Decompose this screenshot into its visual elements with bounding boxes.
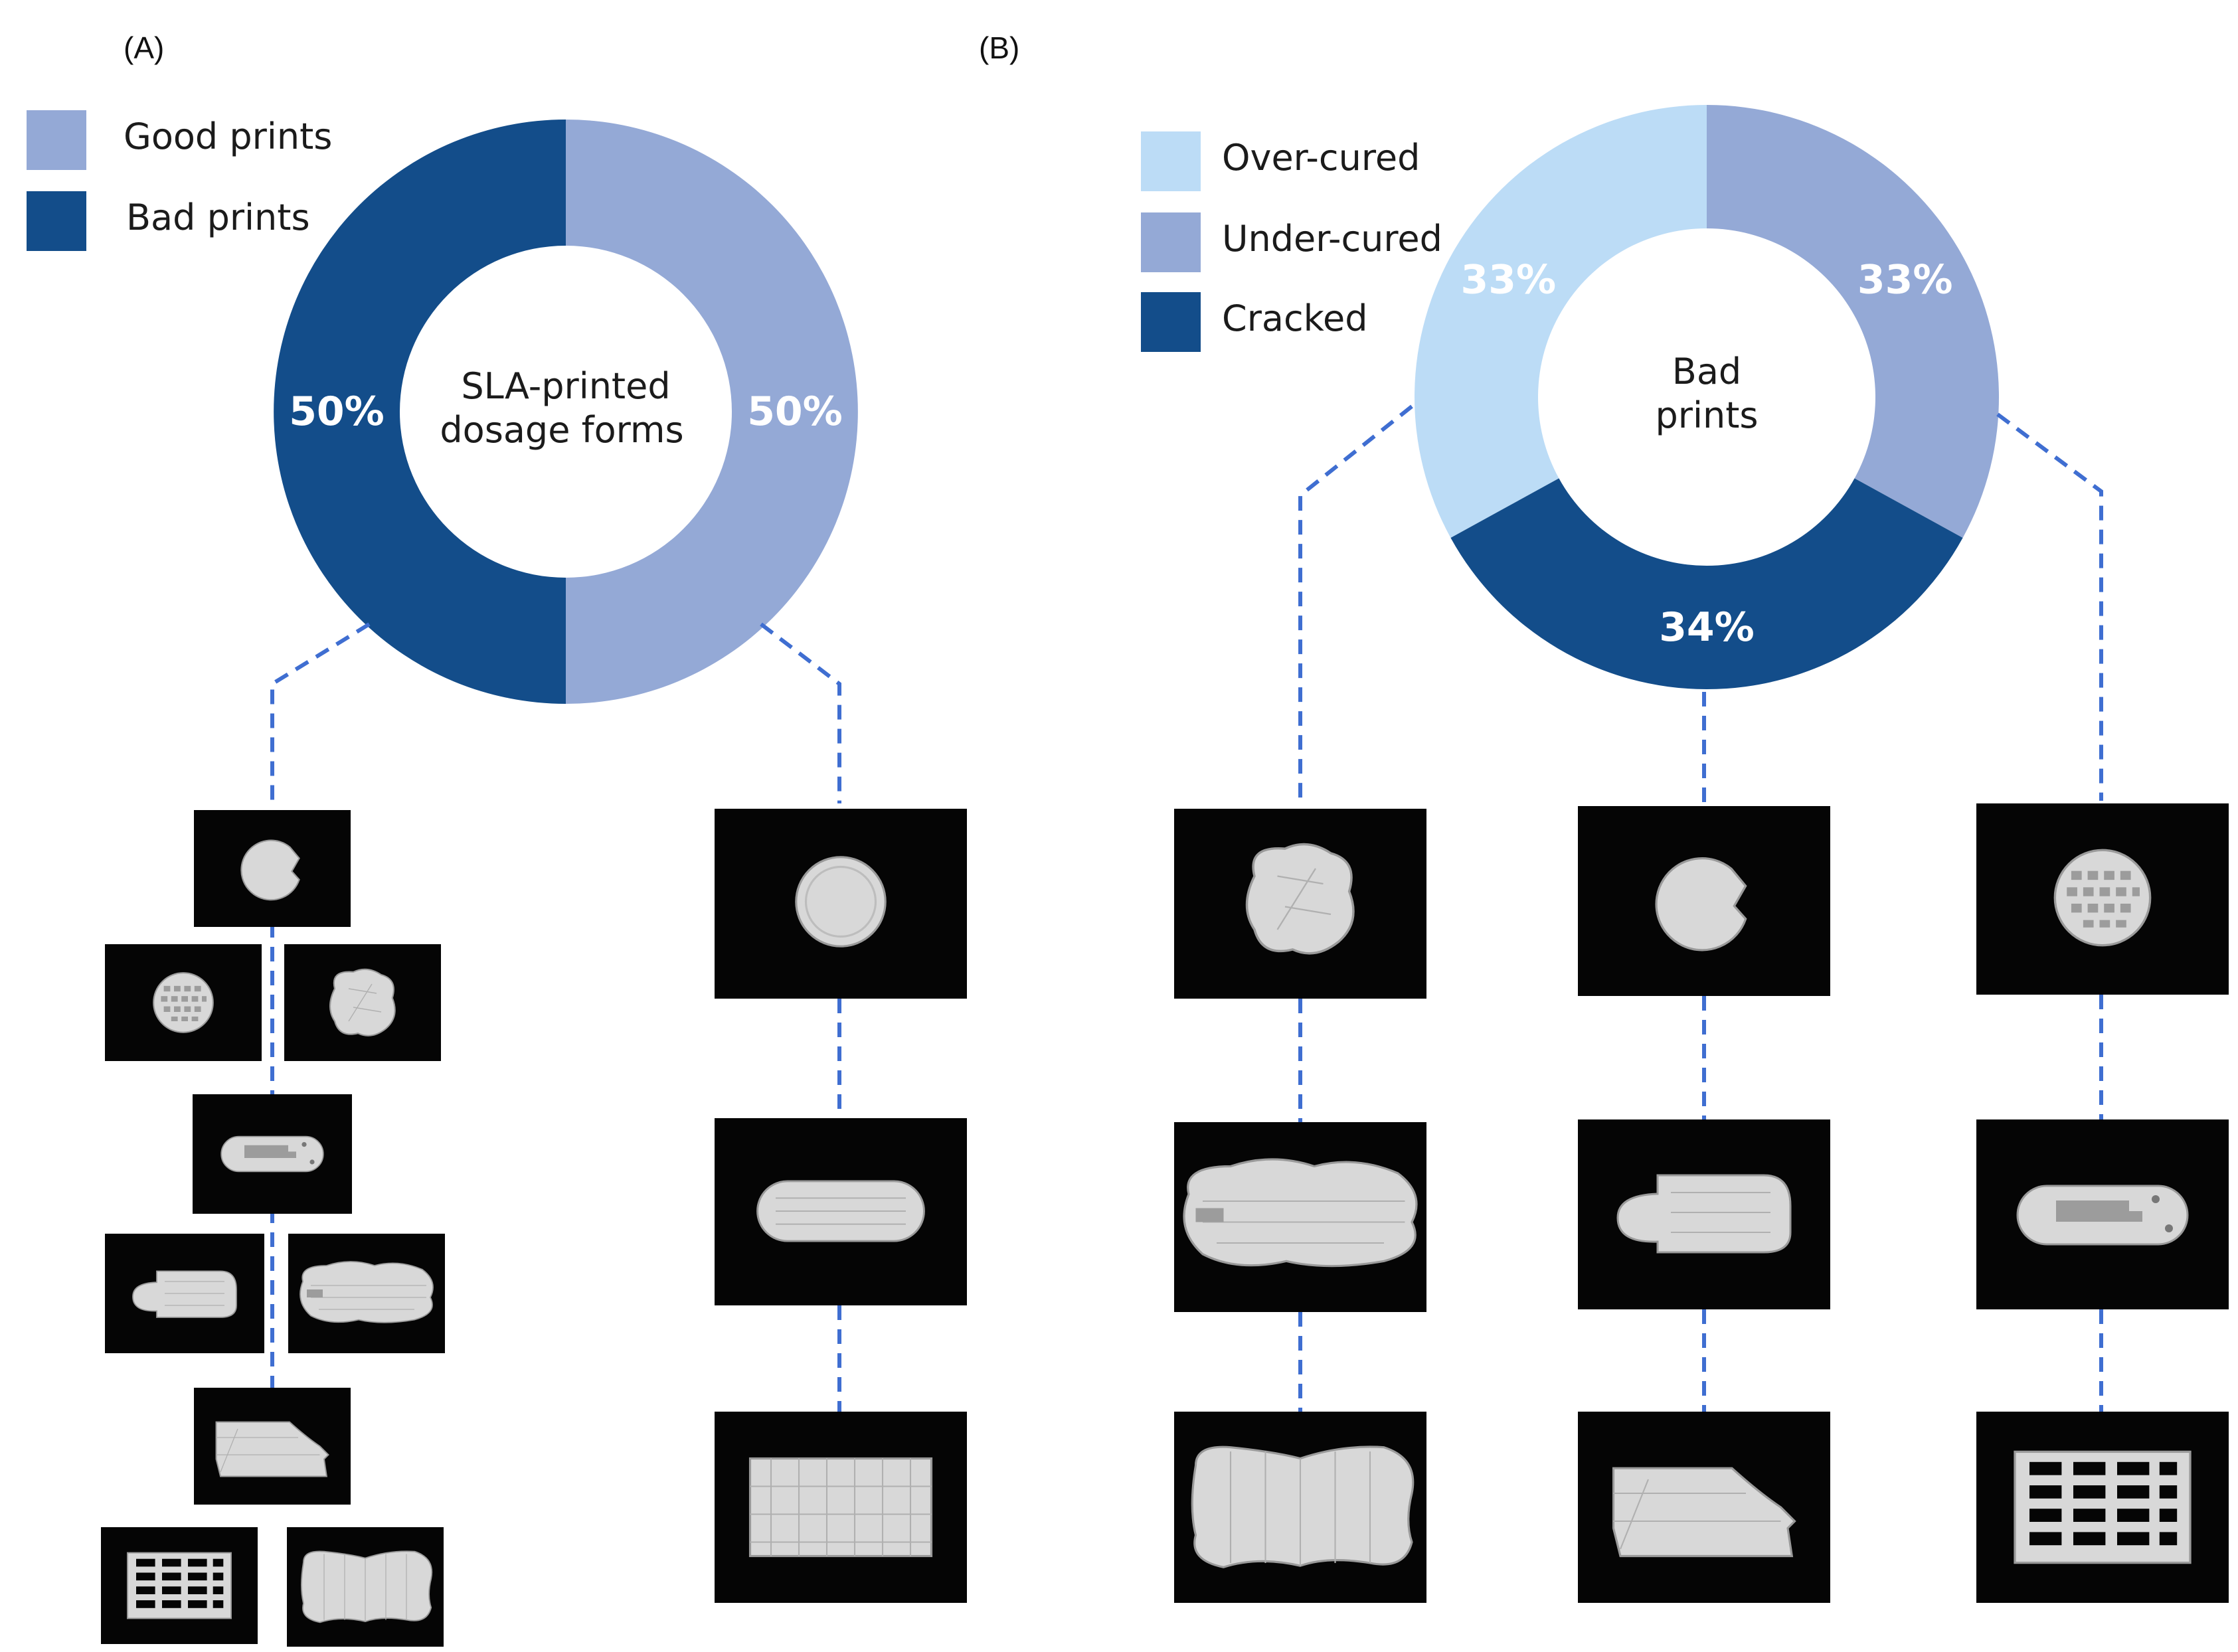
legend-swatch-cracked bbox=[1141, 292, 1201, 352]
photo-a-bad-9 bbox=[287, 1527, 444, 1647]
slice-label-bad-prints: 50% bbox=[289, 388, 385, 435]
deformed-tablet-icon bbox=[1245, 843, 1355, 955]
slice-label-under-cured: 33% bbox=[1857, 256, 1953, 303]
connector-good-prints bbox=[760, 622, 841, 803]
donut-slice-good-prints bbox=[566, 120, 858, 704]
grid-slab-icon bbox=[2014, 1450, 2192, 1564]
round-tablet-icon bbox=[795, 856, 887, 948]
photo-group-b-over-cured bbox=[1174, 809, 1426, 1603]
photo-b-under-cured-2 bbox=[1976, 1119, 2229, 1309]
legend-label-bad-prints: Bad prints bbox=[126, 197, 310, 238]
donut-slice-bad-prints bbox=[274, 120, 566, 704]
deformed-slab-icon bbox=[300, 1550, 433, 1623]
legend-swatch-under-cured bbox=[1141, 212, 1201, 272]
deformed-slab-icon bbox=[1191, 1446, 1415, 1568]
photo-a-bad-3 bbox=[284, 944, 441, 1061]
deformed-capsule-icon bbox=[1183, 1158, 1418, 1268]
photo-a-bad-1 bbox=[194, 810, 351, 927]
donut-center-line-2: prints bbox=[1655, 394, 1758, 436]
legend-label-cracked: Cracked bbox=[1222, 297, 1368, 339]
donut-center-line-1: SLA-printed bbox=[461, 365, 670, 407]
photo-group-b-cracked bbox=[1578, 806, 1830, 1603]
photo-a-bad-7 bbox=[194, 1388, 351, 1505]
grid-disc-tablet-icon bbox=[153, 972, 214, 1033]
capsule-icon bbox=[756, 1180, 925, 1242]
donut-center-line-2: dosage forms bbox=[440, 409, 683, 451]
slice-label-good-prints: 50% bbox=[747, 388, 843, 435]
photo-b-cracked-3 bbox=[1578, 1412, 1830, 1603]
donut-chart-a: 50% 50% SLA-printed dosage forms bbox=[274, 120, 858, 704]
photo-b-over-cured-1 bbox=[1174, 809, 1426, 999]
connectors-a bbox=[270, 622, 841, 1412]
notched-capsule-icon bbox=[220, 1135, 324, 1173]
donut-center-line-1: Bad bbox=[1672, 351, 1741, 392]
panel-b-label: (B) bbox=[979, 31, 1019, 65]
deformed-capsule-icon bbox=[300, 1261, 434, 1323]
connector-over-cured bbox=[1298, 404, 1413, 803]
slice-label-over-cured: 33% bbox=[1461, 256, 1557, 303]
connector-bad-prints bbox=[270, 622, 371, 803]
connector-under-cured bbox=[1996, 412, 2103, 801]
photo-a-bad-6 bbox=[288, 1234, 445, 1353]
photo-a-good-2 bbox=[715, 1118, 967, 1305]
photo-b-under-cured-1 bbox=[1976, 803, 2229, 995]
photo-group-a-good bbox=[715, 809, 967, 1603]
legend-swatch-bad-prints bbox=[27, 191, 86, 251]
photo-a-bad-4 bbox=[193, 1094, 352, 1214]
round-tablet-with-notch-icon bbox=[1655, 857, 1747, 951]
notched-capsule-icon bbox=[2016, 1185, 2189, 1246]
donut-slice-over-cured bbox=[1415, 105, 1707, 538]
grid-disc-tablet-icon bbox=[2053, 849, 2152, 947]
legend-label-over-cured: Over-cured bbox=[1222, 137, 1420, 179]
photo-group-a-bad bbox=[101, 810, 445, 1647]
slab-icon bbox=[748, 1457, 933, 1558]
photo-a-bad-8 bbox=[101, 1527, 258, 1644]
photo-b-over-cured-3 bbox=[1174, 1412, 1426, 1603]
photo-b-under-cured-3 bbox=[1976, 1412, 2229, 1603]
legend-swatch-over-cured bbox=[1141, 131, 1201, 191]
photo-a-good-1 bbox=[715, 809, 967, 999]
round-tablet-with-notch-icon bbox=[240, 839, 300, 901]
legend-label-good-prints: Good prints bbox=[124, 116, 332, 157]
photo-b-cracked-2 bbox=[1578, 1119, 1830, 1309]
donut-chart-b: 33% 33% 34% Bad prints bbox=[1415, 105, 1999, 689]
photo-a-bad-5 bbox=[105, 1234, 264, 1353]
photo-b-cracked-1 bbox=[1578, 806, 1830, 996]
donut-slice-under-cured bbox=[1707, 105, 1999, 538]
photo-b-over-cured-2 bbox=[1174, 1122, 1426, 1312]
photo-a-bad-2 bbox=[105, 944, 262, 1061]
panel-a-label: (A) bbox=[124, 31, 164, 65]
photo-group-b-under-cured bbox=[1976, 803, 2229, 1603]
grid-slab-icon bbox=[127, 1552, 232, 1619]
slice-label-cracked: 34% bbox=[1659, 604, 1755, 651]
photo-a-good-3 bbox=[715, 1412, 967, 1603]
legend-label-under-cured: Under-cured bbox=[1222, 218, 1442, 260]
deformed-tablet-icon bbox=[329, 968, 396, 1036]
donut-slice-cracked bbox=[1450, 478, 1963, 689]
legend-swatch-good-prints bbox=[27, 110, 86, 170]
